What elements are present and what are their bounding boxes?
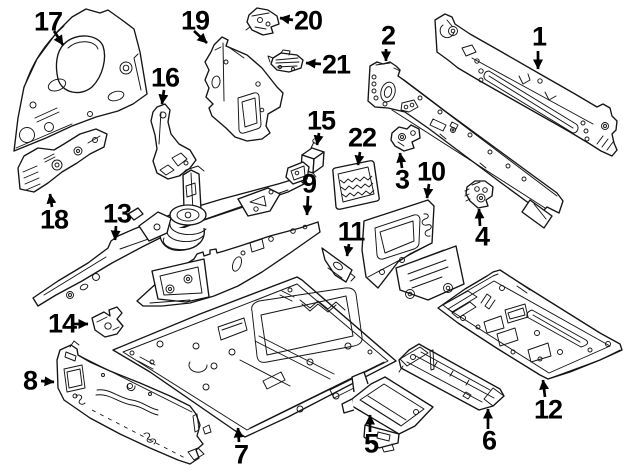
arrow-11 <box>343 243 354 257</box>
part-17-drawing <box>13 8 148 152</box>
callout-label-19: 19 <box>180 5 210 36</box>
part-20-drawing <box>245 7 280 36</box>
callout-label-4: 4 <box>474 221 490 252</box>
part-1-drawing <box>434 13 618 157</box>
callout-label-10: 10 <box>416 156 446 187</box>
callout-label-15: 15 <box>306 105 336 136</box>
part-5-drawing <box>341 371 434 453</box>
callout-label-11: 11 <box>337 216 366 247</box>
callout-label-3: 3 <box>394 164 410 195</box>
arrow-20 <box>279 14 294 25</box>
part-10-drawing <box>361 199 465 301</box>
arrow-12 <box>539 379 550 398</box>
part-8-drawing <box>56 340 212 465</box>
part-12-drawing <box>437 269 623 380</box>
part-9-drawing <box>136 221 321 307</box>
arrow-15 <box>313 132 324 146</box>
arrow-9 <box>302 195 313 216</box>
part-6-drawing <box>398 343 505 411</box>
callout-arrows <box>40 14 550 443</box>
part-11-drawing <box>321 247 356 283</box>
arrow-17 <box>52 30 65 46</box>
callout-label-8: 8 <box>22 365 38 396</box>
arrow-8 <box>40 376 55 387</box>
arrow-7 <box>233 427 244 443</box>
callout-label-13: 13 <box>102 198 132 229</box>
part-3-drawing <box>390 124 421 152</box>
callout-label-22: 22 <box>347 122 377 153</box>
callout-label-14: 14 <box>47 308 77 339</box>
part-19-drawing <box>204 36 284 142</box>
callout-label-5: 5 <box>363 428 379 459</box>
callout-label-20: 20 <box>293 5 323 36</box>
arrow-3 <box>396 152 407 169</box>
arrow-16 <box>158 89 169 105</box>
callout-label-21: 21 <box>321 49 351 80</box>
callout-label-16: 16 <box>150 62 180 93</box>
arrow-18 <box>46 193 57 208</box>
callout-label-17: 17 <box>33 6 63 37</box>
arrow-4 <box>474 208 485 227</box>
part-21-drawing <box>267 49 304 73</box>
callout-label-2: 2 <box>380 20 396 51</box>
part-15-drawing <box>298 135 325 178</box>
callout-label-1: 1 <box>531 21 547 52</box>
callout-label-7: 7 <box>233 439 249 470</box>
part-18-drawing <box>17 128 108 193</box>
arrow-21 <box>305 58 322 69</box>
arrow-10 <box>423 183 434 199</box>
part-2-drawing <box>367 61 564 229</box>
part-4-drawing <box>464 180 494 209</box>
arrow-22 <box>354 151 365 166</box>
part-22-drawing <box>332 160 380 210</box>
callout-label-18: 18 <box>39 204 69 235</box>
callout-label-6: 6 <box>481 425 497 456</box>
callout-label-12: 12 <box>533 394 563 425</box>
part-14-drawing <box>91 306 124 338</box>
arrow-13 <box>110 225 121 241</box>
callout-label-9: 9 <box>301 168 317 199</box>
part-16-drawing <box>150 103 197 180</box>
arrow-19 <box>193 30 208 44</box>
